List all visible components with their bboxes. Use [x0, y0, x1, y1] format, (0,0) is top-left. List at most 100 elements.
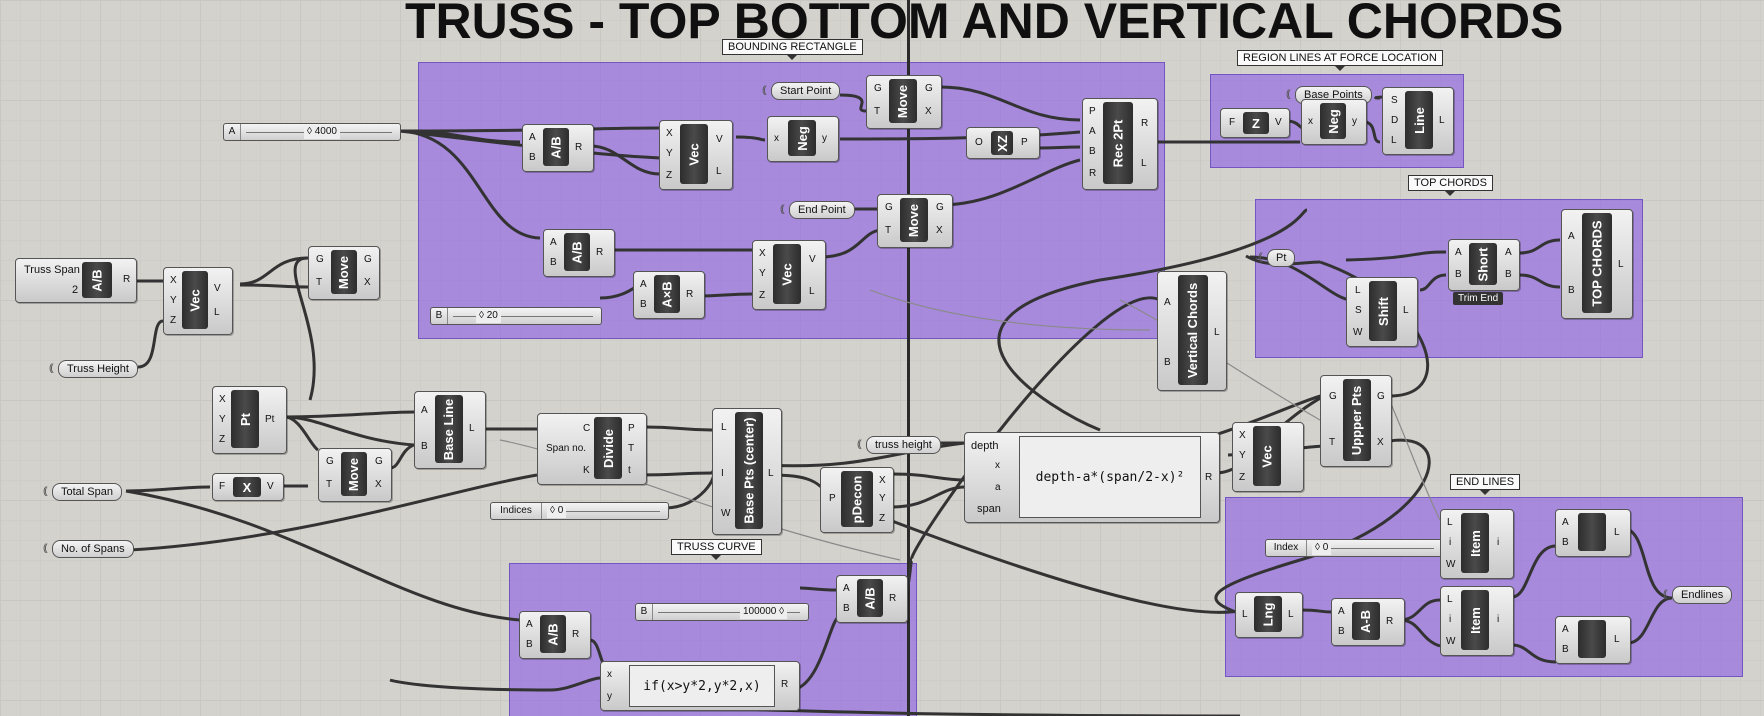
- ab-component-curve-right[interactable]: A B A/B R: [836, 575, 908, 623]
- line-component-end-2[interactable]: A B L: [1555, 616, 1631, 664]
- depth-expression-component[interactable]: depth x a span depth-a*(span/2-x)² R: [964, 432, 1220, 523]
- truss-height-param[interactable]: Truss Height: [49, 360, 138, 378]
- vertical-chords-component[interactable]: A B Vertical Chords L: [1157, 271, 1227, 391]
- neg-component-region[interactable]: x Neg y: [1301, 99, 1367, 145]
- line-component-end-1[interactable]: A B L: [1555, 509, 1631, 557]
- vec-component-left[interactable]: X Y Z Vec V L: [163, 267, 233, 335]
- xz-core: XZ: [991, 131, 1013, 155]
- divide-component[interactable]: C Span no. K Divide P T t: [537, 413, 647, 485]
- pt-core: Pt: [231, 390, 259, 448]
- group-label-top: TOP CHORDS: [1408, 175, 1493, 196]
- ab-component-curve-left[interactable]: A B A/B R: [519, 611, 591, 659]
- group-label-end: END LINES: [1450, 474, 1521, 495]
- base-line-core: Base Line: [435, 395, 463, 463]
- slider-b2-track: [658, 612, 800, 613]
- slider-b2-value[interactable]: 100000 ◊: [740, 605, 788, 619]
- base-pts-component[interactable]: L I W Base Pts (center) L: [712, 408, 782, 535]
- item-component-1[interactable]: L i W Item i: [1440, 509, 1514, 579]
- slider-a-label: A: [224, 124, 241, 140]
- endlines-param[interactable]: Endlines: [1663, 586, 1733, 604]
- slider-b-track: [453, 316, 593, 317]
- amb-component[interactable]: A B A-B R: [1331, 598, 1405, 646]
- slider-b2-label: B: [636, 604, 653, 620]
- shift-component[interactable]: L S W Shift L: [1346, 277, 1418, 347]
- group-label-region: REGION LINES AT FORCE LOCATION: [1237, 50, 1443, 71]
- item-core-2: Item: [1461, 590, 1489, 650]
- if-expression[interactable]: if(x>y*2,y*2,x): [629, 665, 775, 707]
- total-span-param[interactable]: Total Span: [43, 483, 122, 501]
- page-title: TRUSS - TOP BOTTOM AND VERTICAL CHORDS: [405, 0, 1564, 49]
- canvas-divider: [907, 0, 910, 716]
- lng-component[interactable]: L Lng L: [1235, 592, 1303, 638]
- slider-a[interactable]: A ◊ 4000: [223, 123, 401, 141]
- slider-index[interactable]: Index ◊ 0: [1265, 539, 1443, 557]
- slider-b2[interactable]: B 100000 ◊: [635, 603, 809, 621]
- truss-height-input[interactable]: truss height: [857, 436, 941, 454]
- divide-core: Divide: [594, 417, 622, 479]
- vec-component-bottom[interactable]: X Y Z Vec: [1232, 422, 1304, 492]
- trim-end-label: Trim End: [1453, 292, 1504, 305]
- move-core-4: Move: [900, 198, 928, 242]
- group-label-curve: TRUSS CURVE: [671, 539, 762, 560]
- truss-span-param[interactable]: Truss Span 2 A/B R: [15, 258, 137, 303]
- neg-core-2: Neg: [1320, 103, 1346, 139]
- slider-indices-value[interactable]: ◊ 0: [547, 504, 567, 518]
- neg-component[interactable]: x Neg y: [767, 116, 839, 162]
- move-component-top[interactable]: G T Move G X: [866, 75, 942, 129]
- slider-a-value[interactable]: ◊ 4000: [304, 125, 340, 139]
- short-component[interactable]: A B Short A B: [1448, 239, 1520, 291]
- ab-core: A/B: [82, 262, 112, 298]
- vertical-chords-core: Vertical Chords: [1178, 275, 1208, 385]
- end-point-param[interactable]: End Point: [780, 201, 855, 219]
- slider-b[interactable]: B ◊ 20: [430, 307, 602, 325]
- slider-index-label: Index: [1266, 540, 1307, 556]
- truss-span-label: Truss Span: [24, 264, 80, 276]
- pdecon-component[interactable]: P pDecon X Y Z: [820, 467, 894, 533]
- move-component-end[interactable]: G T Move G X: [877, 194, 953, 248]
- x-core: X: [233, 477, 261, 497]
- pdecon-core: pDecon: [841, 471, 873, 527]
- rec2pt-component[interactable]: P A B R Rec 2Pt R L: [1082, 98, 1158, 190]
- item-component-2[interactable]: L i W Item i: [1440, 586, 1514, 656]
- vec-component-middle[interactable]: X Y Z Vec V L: [752, 240, 826, 310]
- neg-core: Neg: [788, 120, 816, 156]
- top-chords-component[interactable]: A B TOP CHORDS L: [1561, 209, 1633, 319]
- upper-pts-core: Uppper Pts: [1343, 379, 1371, 461]
- if-expression-component[interactable]: x y if(x>y*2,y*2,x) R: [600, 661, 800, 711]
- base-line-component[interactable]: A B Base Line L: [414, 391, 486, 469]
- slider-indices[interactable]: Indices ◊ 0: [490, 502, 669, 520]
- move-component-left[interactable]: G T Move G X: [308, 246, 380, 300]
- vec-core-4: Vec: [773, 244, 801, 304]
- axb-core: A×B: [654, 275, 680, 313]
- line-core-end-1: [1578, 513, 1606, 551]
- axb-component[interactable]: A B A×B R: [633, 271, 705, 319]
- x-component[interactable]: F X V: [212, 473, 284, 501]
- depth-expression[interactable]: depth-a*(span/2-x)²: [1019, 436, 1201, 518]
- z-component[interactable]: F Z V: [1220, 108, 1290, 138]
- ab-component-1[interactable]: A B A/B R: [522, 124, 594, 172]
- slider-index-track: [1312, 548, 1434, 549]
- line-component[interactable]: S D L Line L: [1382, 87, 1454, 155]
- upper-pts-component[interactable]: G T Uppper Pts G X: [1320, 375, 1392, 467]
- pt-component[interactable]: X Y Z Pt Pt: [212, 386, 287, 454]
- top-chords-core: TOP CHORDS: [1582, 213, 1612, 313]
- amb-core: A-B: [1352, 602, 1380, 640]
- no-spans-param[interactable]: No. of Spans: [43, 540, 134, 558]
- slider-b-value[interactable]: ◊ 20: [476, 309, 501, 323]
- pt-param[interactable]: Pt: [1258, 249, 1296, 267]
- ab-core-2: A/B: [564, 233, 590, 271]
- move-component-bottom[interactable]: G T Move G X: [318, 448, 392, 502]
- lng-core: Lng: [1254, 596, 1282, 632]
- move-core-2: Move: [341, 452, 367, 496]
- ab-component-2[interactable]: A B A/B R: [543, 229, 615, 277]
- vec-core: Vec: [182, 271, 208, 329]
- slider-index-value[interactable]: ◊ 0: [1312, 541, 1332, 555]
- shift-core: Shift: [1369, 281, 1397, 341]
- xz-component[interactable]: O XZ P: [966, 127, 1040, 159]
- slider-indices-label: Indices: [491, 503, 542, 519]
- start-point-param[interactable]: Start Point: [762, 82, 841, 100]
- ab-core-1: A/B: [543, 128, 569, 166]
- vec-component-top[interactable]: X Y Z Vec V L: [659, 120, 733, 190]
- slider-indices-track: [547, 511, 660, 512]
